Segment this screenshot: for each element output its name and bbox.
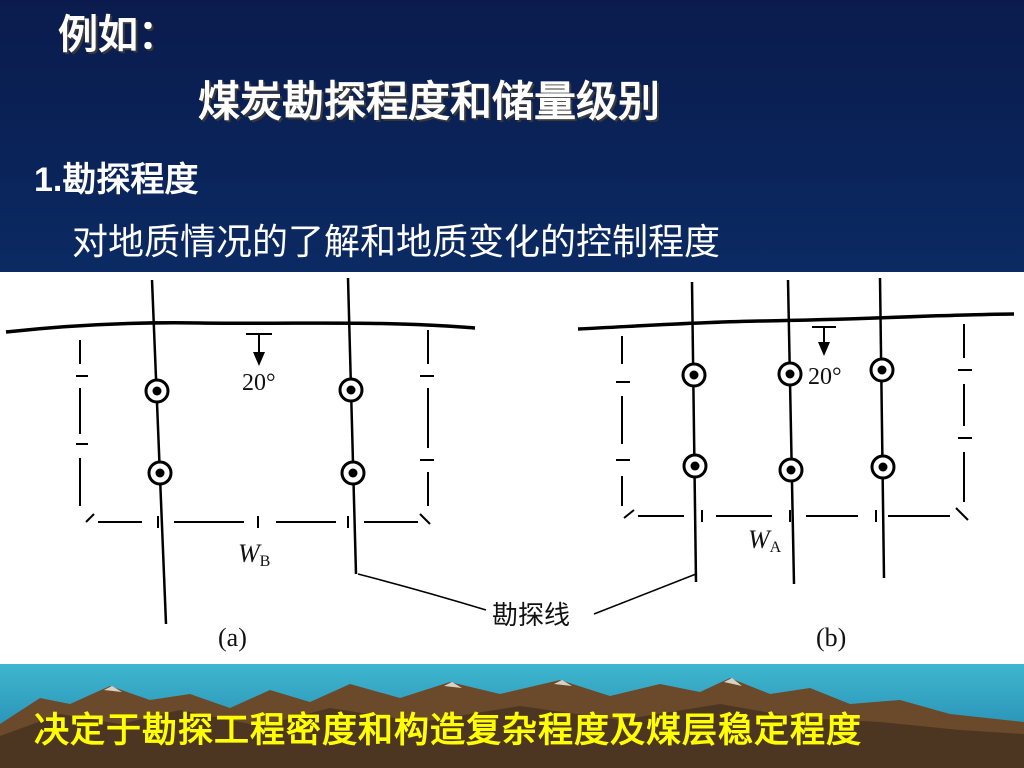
title-line-1: 例如：	[58, 11, 178, 58]
borehole-marker	[340, 460, 366, 486]
footer-conclusion: 决定于勘探工程密度和构造复杂程度及煤层稳定程度	[34, 710, 863, 751]
dip-angle-label: 20°	[242, 370, 276, 396]
exploration-line	[150, 279, 168, 625]
borehole-marker	[338, 377, 364, 403]
exploration-line	[346, 277, 358, 575]
callout-leaders	[357, 573, 697, 615]
dip-arrow-a	[246, 333, 272, 366]
boundary-a	[76, 330, 434, 528]
dip-arrow-b	[812, 326, 836, 356]
borehole-marker	[144, 378, 170, 404]
exploration-diagram: 20° WB (a)	[0, 272, 1024, 664]
borehole-marker	[682, 453, 708, 479]
section-heading-text: 勘探程度	[62, 160, 199, 200]
surface-line-a	[5, 321, 476, 334]
boundary-b	[616, 324, 972, 522]
panel-b: 20° WA (b)	[577, 277, 1015, 652]
borehole-marker	[869, 357, 895, 383]
borehole-marker	[777, 361, 803, 387]
borehole-marker	[778, 457, 804, 483]
mountain-backdrop	[0, 678, 1024, 768]
dip-angle-label: 20°	[808, 364, 842, 390]
exploration-line	[690, 281, 698, 583]
section-number: 1.	[34, 161, 63, 199]
slide-title: 煤炭勘探程度和储量级别	[198, 77, 661, 126]
borehole-marker	[681, 362, 707, 388]
width-label-b: WA	[748, 525, 782, 556]
exploration-line-label: 勘探线	[492, 601, 570, 631]
borehole-marker	[870, 454, 896, 480]
definition-text: 对地质情况的了解和地质变化的控制程度	[72, 222, 721, 263]
panel-caption-a: (a)	[218, 623, 247, 652]
panel-a: 20° WB (a)	[5, 277, 476, 652]
exploration-line	[786, 279, 796, 585]
footer-banner: 决定于勘探工程密度和构造复杂程度及煤层稳定程度	[0, 664, 1024, 768]
exploration-line	[878, 277, 886, 579]
slide-header: 例如： 煤炭勘探程度和储量级别 1.勘探程度 对地质情况的了解和地质变化的控制程…	[0, 0, 1024, 272]
section-heading: 1.勘探程度	[34, 152, 198, 201]
surface-line-b	[577, 312, 1015, 331]
borehole-marker	[147, 460, 173, 486]
panel-caption-b: (b)	[816, 623, 846, 652]
width-label-a: WB	[238, 539, 270, 570]
